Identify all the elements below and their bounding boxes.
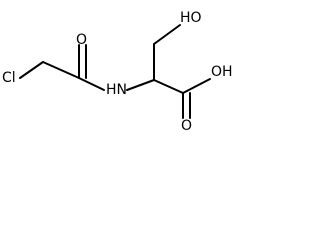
bond-ch2-carbonyl — [42, 61, 80, 79]
bond-carboxyl-hydroxyl — [182, 78, 211, 94]
carbonyl-oxygen-label: O — [76, 32, 87, 48]
bond-nitrogen-alpha-carbon — [126, 79, 155, 91]
bond-cl-ch2 — [19, 61, 44, 79]
molecule-structure: Cl HN O HO O OH — [2, 10, 233, 134]
carboxyl-oxygen-label: O — [181, 118, 192, 134]
bond-alpha-carbon-carboxyl-carbon — [153, 79, 184, 94]
bond-ch2-hydroxyl — [153, 24, 181, 45]
bond-carbonyl-nitrogen — [78, 77, 105, 91]
hydroxyl-label: HO — [180, 10, 202, 26]
chlorine-label: Cl — [2, 70, 16, 86]
carboxyl-hydroxyl-label: OH — [211, 64, 233, 80]
amide-nitrogen-label: HN — [106, 82, 127, 98]
